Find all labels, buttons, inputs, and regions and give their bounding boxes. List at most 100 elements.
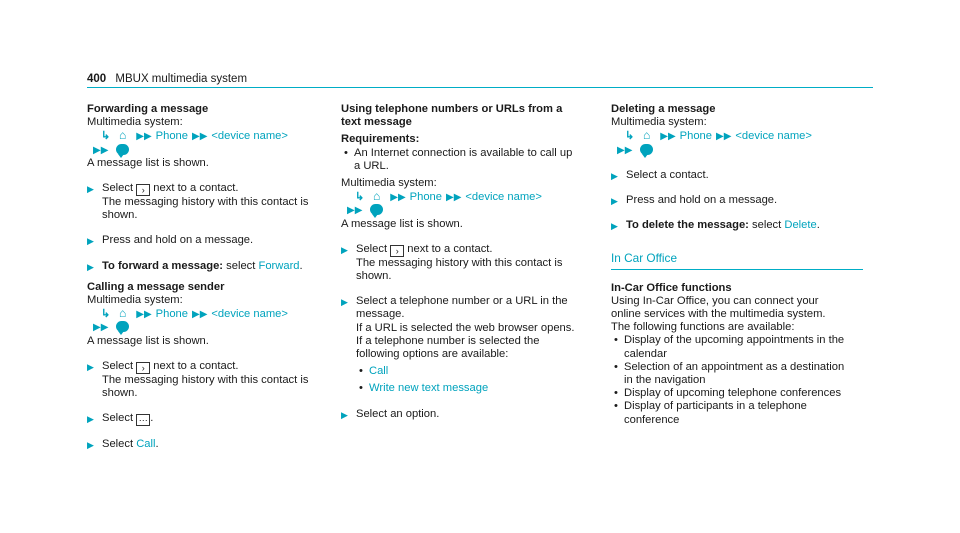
shown-text: A message list is shown. — [87, 334, 209, 347]
bullet-icon: • — [614, 360, 618, 373]
column-2: Using telephone numbers or URLs from a t… — [341, 103, 576, 421]
list-item: • Call — [356, 365, 576, 378]
step: ▶ Select Call. — [87, 438, 322, 451]
menu-path-2: ▶▶ — [87, 143, 322, 158]
step-icon: ▶ — [341, 409, 348, 420]
right-arrow-icon: › — [136, 184, 151, 197]
right-arrow-icon: › — [390, 244, 405, 257]
heading-forwarding: Forwarding a message — [87, 103, 209, 115]
intro-text: Using In-Car Office, you can connect you… — [611, 294, 826, 321]
step-result: The messaging history with this contact … — [356, 256, 563, 283]
step: ▶ Select › next to a contact. The messag… — [87, 182, 322, 222]
list-item: •Display of participants in a telephone … — [611, 400, 846, 426]
device-name[interactable]: <device name> — [211, 308, 288, 321]
bullet-icon: • — [614, 400, 618, 413]
step-text: Select — [102, 182, 137, 195]
shown-text: A message list is shown. — [341, 217, 463, 230]
menu-path: ↳⌂▶▶Phone▶▶<device name> — [611, 129, 846, 143]
list-item: •Display of upcoming telephone conferenc… — [611, 387, 846, 400]
menu-path: ↳⌂▶▶Phone▶▶<device name> — [341, 190, 576, 204]
call-option[interactable]: Call — [369, 365, 389, 378]
double-chevron-icon: ▶▶ — [93, 322, 109, 334]
menu-path: ↳⌂▶▶Phone▶▶<device name> — [87, 307, 322, 321]
step: ▶ Select › next to a contact. The messag… — [341, 243, 576, 283]
step-text: select — [223, 259, 259, 272]
delete-link[interactable]: Delete — [784, 219, 817, 232]
double-chevron-icon: ▶▶ — [136, 309, 152, 321]
write-text-option[interactable]: Write new text message — [369, 382, 489, 395]
double-chevron-icon: ▶▶ — [93, 144, 109, 156]
step-icon: ▶ — [87, 440, 94, 451]
double-chevron-icon: ▶▶ — [192, 309, 208, 321]
home-icon: ⌂ — [119, 306, 127, 321]
heading-using-numbers: Using telephone numbers or URLs from a t… — [341, 103, 563, 129]
step-text: Press and hold on a message. — [626, 194, 778, 207]
page-header: 400 MBUX multimedia system — [87, 73, 247, 86]
message-icon[interactable] — [115, 143, 129, 158]
mm-label: Multimedia system: — [611, 116, 707, 129]
page-number: 400 — [87, 73, 107, 85]
step-text: Select an option. — [356, 407, 440, 420]
more-icon: ⋯ — [136, 414, 151, 427]
list-text: Selection of an appointment as a destina… — [624, 360, 845, 387]
step-result: The messaging history with this contact … — [102, 196, 309, 222]
phone-link[interactable]: Phone — [155, 130, 188, 143]
step-label: To delete the message: — [626, 219, 749, 232]
step-label: To forward a message: — [102, 259, 224, 272]
list-item: • Selection of an appointment as a destin… — [611, 361, 846, 387]
step-text: Select — [102, 412, 137, 425]
step-text: Select — [356, 242, 391, 255]
step: ▶ To delete the message: select Delete. — [611, 219, 846, 232]
shown-text: A message list is shown. — [87, 156, 209, 169]
header-rule — [87, 87, 873, 88]
step-icon: ▶ — [341, 297, 348, 308]
heading-deleting: Deleting a message — [611, 103, 716, 115]
bullet-icon: • — [614, 387, 618, 400]
heading-functions: In-Car Office functions — [611, 281, 732, 294]
call-link[interactable]: Call — [136, 438, 156, 451]
phone-link[interactable]: Phone — [409, 191, 442, 204]
step-text: next to a contact. — [404, 242, 493, 255]
list-item: •Display of the upcoming appointments in… — [611, 334, 846, 360]
phone-link[interactable]: Phone — [679, 130, 712, 143]
step-result: If a telephone number is selected the fo… — [356, 334, 540, 361]
step-text: Select a telephone number or a URL in th… — [356, 295, 568, 321]
device-name[interactable]: <device name> — [735, 130, 812, 143]
message-icon[interactable] — [639, 143, 653, 158]
heading-calling: Calling a message sender — [87, 280, 225, 293]
running-title: MBUX multimedia system — [115, 73, 248, 85]
step-text: Select a contact. — [626, 168, 709, 181]
list-text: Display of the upcoming appointments in … — [624, 334, 845, 360]
step: ▶ To forward a message: select Forward. — [87, 260, 322, 273]
step-text: next to a contact. — [150, 182, 239, 195]
bullet-icon: • — [359, 365, 363, 378]
list-item: •An Internet connection is available to … — [341, 147, 576, 173]
double-chevron-icon: ▶▶ — [617, 144, 633, 156]
message-icon[interactable] — [369, 204, 383, 219]
step-text: Press and hold on a message. — [102, 234, 254, 247]
step: ▶ Select a contact. — [611, 169, 846, 182]
home-icon: ⌂ — [119, 128, 127, 143]
path-arrow-icon: ↳ — [355, 191, 365, 204]
column-1: Forwarding a message Multimedia system: … — [87, 103, 322, 451]
phone-link[interactable]: Phone — [155, 308, 188, 321]
double-chevron-icon: ▶▶ — [446, 192, 462, 204]
forward-link[interactable]: Forward — [258, 259, 300, 272]
step-icon: ▶ — [87, 261, 94, 272]
step: ▶ Press and hold on a message. — [611, 194, 846, 207]
device-name[interactable]: <device name> — [465, 191, 542, 204]
section-title: In Car Office — [611, 252, 863, 270]
home-icon: ⌂ — [373, 189, 381, 204]
double-chevron-icon: ▶▶ — [716, 131, 732, 143]
message-icon[interactable] — [115, 321, 129, 336]
step-icon: ▶ — [611, 221, 618, 232]
menu-path-2: ▶▶ — [87, 321, 322, 336]
step-result: If a URL is selected the web browser ope… — [356, 321, 575, 334]
step-result: The messaging history with this contact … — [102, 373, 309, 400]
double-chevron-icon: ▶▶ — [390, 192, 406, 204]
menu-path-2: ▶▶ — [341, 204, 576, 219]
path-arrow-icon: ↳ — [101, 308, 111, 321]
mm-label: Multimedia system: — [87, 294, 183, 307]
mm-label: Multimedia system: — [87, 116, 183, 129]
device-name[interactable]: <device name> — [211, 130, 288, 143]
